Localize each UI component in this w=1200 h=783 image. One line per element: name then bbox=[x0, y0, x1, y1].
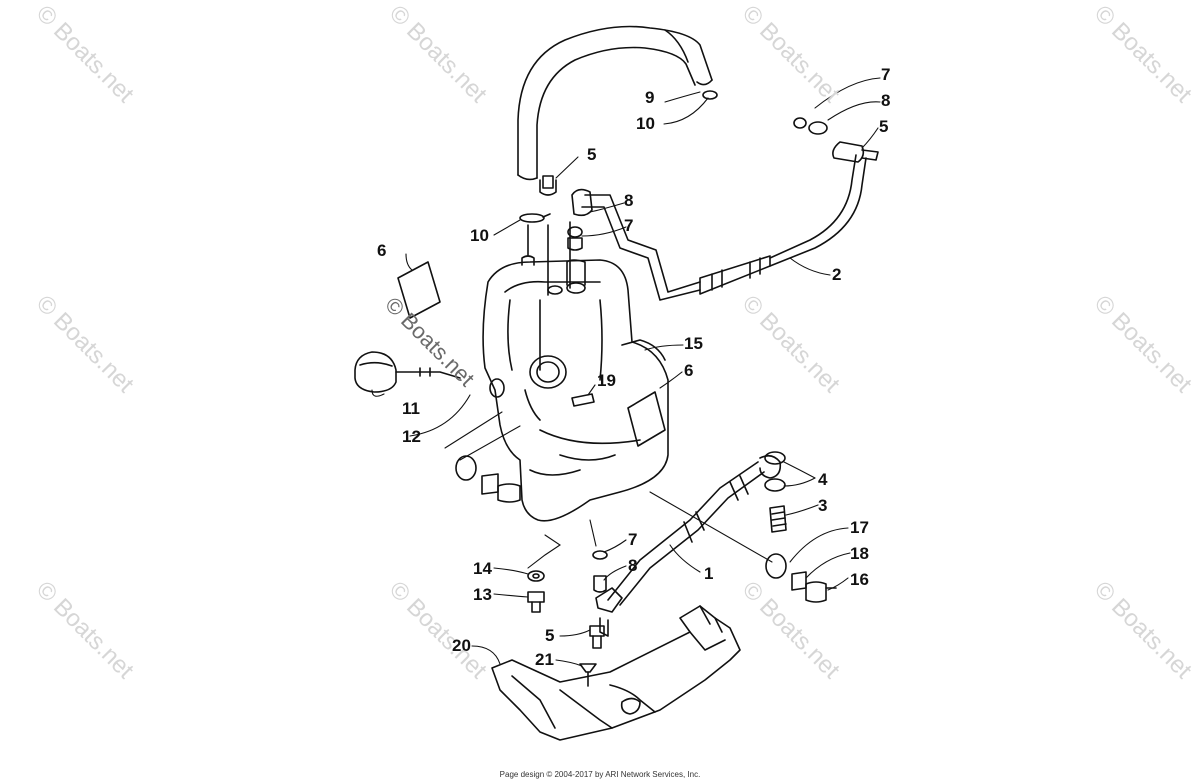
callout-18: 18 bbox=[850, 544, 869, 563]
callout-19: 19 bbox=[597, 371, 616, 390]
decal bbox=[397, 261, 441, 319]
callout-14: 14 bbox=[473, 559, 492, 578]
callout-1: 1 bbox=[704, 564, 714, 583]
bolt bbox=[527, 591, 545, 613]
cap-gasket bbox=[489, 378, 505, 398]
callout-4: 4 bbox=[818, 470, 828, 489]
callout-6: 6 bbox=[377, 241, 387, 260]
callout-10: 10 bbox=[470, 226, 489, 245]
footer-copyright: Page design © 2004-2017 by ARI Network S… bbox=[499, 770, 701, 779]
callout-17: 17 bbox=[850, 518, 869, 537]
callout-7: 7 bbox=[624, 216, 634, 235]
callout-13: 13 bbox=[473, 585, 492, 604]
hose-clamp-top bbox=[702, 90, 718, 100]
push-rivet bbox=[579, 663, 597, 687]
fuel-line-fitting-top bbox=[539, 117, 828, 296]
banjo-bolt bbox=[769, 505, 787, 533]
callout-12: 12 bbox=[402, 427, 421, 446]
callout-6: 6 bbox=[684, 361, 694, 380]
callout-5: 5 bbox=[545, 626, 555, 645]
callout-5: 5 bbox=[587, 145, 597, 164]
callout-2: 2 bbox=[832, 265, 842, 284]
callout-16: 16 bbox=[850, 570, 869, 589]
callout-11: 11 bbox=[402, 399, 420, 418]
callout-15: 15 bbox=[684, 334, 703, 353]
callout-3: 3 bbox=[818, 496, 828, 515]
fuel-tank bbox=[482, 224, 669, 522]
callout-7: 7 bbox=[628, 530, 638, 549]
vent-hose bbox=[517, 25, 713, 181]
callout-8: 8 bbox=[881, 91, 891, 110]
gas-cap bbox=[354, 351, 461, 393]
callout-21: 21 bbox=[535, 650, 554, 669]
mount-grommet-right bbox=[765, 553, 837, 603]
washer bbox=[527, 570, 545, 582]
callout-7: 7 bbox=[881, 65, 891, 84]
fuel-line-upper bbox=[581, 141, 879, 301]
callout-8: 8 bbox=[624, 191, 634, 210]
mount-grommet-left bbox=[455, 455, 521, 503]
callout-9: 9 bbox=[645, 88, 655, 107]
leader-lines bbox=[371, 77, 881, 667]
callout-20: 20 bbox=[452, 636, 471, 655]
bolt-lower bbox=[589, 625, 605, 649]
callout-5: 5 bbox=[879, 117, 889, 136]
callout-8: 8 bbox=[628, 556, 638, 575]
callout-10: 10 bbox=[636, 114, 655, 133]
skid-plate bbox=[491, 605, 741, 741]
hose-clamp bbox=[519, 213, 551, 223]
